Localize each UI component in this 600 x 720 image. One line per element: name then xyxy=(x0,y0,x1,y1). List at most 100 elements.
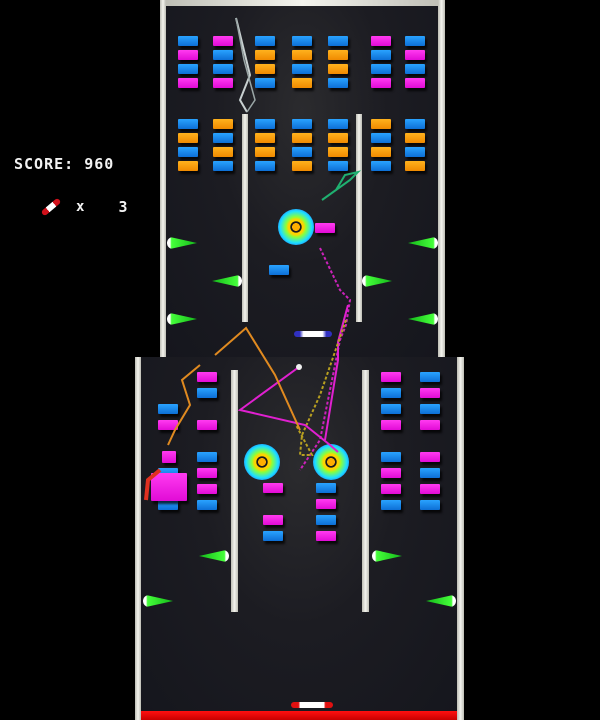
brick-blue xyxy=(178,119,198,129)
lower-playfield xyxy=(141,357,457,720)
brick-blue xyxy=(255,119,275,129)
brick-blue xyxy=(158,500,178,510)
brick-blue xyxy=(405,64,425,74)
brick-orange xyxy=(292,78,312,88)
brick-magenta xyxy=(381,484,401,494)
lower-right-wall xyxy=(457,357,464,720)
brick-orange xyxy=(328,133,348,143)
score-label: SCORE: xyxy=(14,155,75,173)
brick-blue xyxy=(420,372,440,382)
brick-blue xyxy=(269,265,289,275)
brick-blue xyxy=(381,452,401,462)
brick-orange xyxy=(405,161,425,171)
brick-blue xyxy=(405,147,425,157)
brick-blue xyxy=(381,404,401,414)
brick-blue xyxy=(213,161,233,171)
brick-magenta xyxy=(381,372,401,382)
brick-magenta xyxy=(316,531,336,541)
brick-blue xyxy=(178,64,198,74)
brick-blue xyxy=(292,64,312,74)
brick-orange xyxy=(255,50,275,60)
brick-orange xyxy=(213,147,233,157)
brick-blue xyxy=(405,36,425,46)
brick-orange xyxy=(178,161,198,171)
bumper xyxy=(244,444,280,480)
brick-blue xyxy=(292,147,312,157)
brick-blue xyxy=(255,161,275,171)
brick-orange xyxy=(255,64,275,74)
brick-blue xyxy=(420,468,440,478)
brick-magenta xyxy=(197,372,217,382)
brick-blue xyxy=(213,133,233,143)
brick-blue xyxy=(197,500,217,510)
brick-blue xyxy=(255,78,275,88)
brick-blue xyxy=(371,133,391,143)
brick-blue xyxy=(292,36,312,46)
brick-magenta xyxy=(381,420,401,430)
brick-blue xyxy=(197,452,217,462)
brick-blue xyxy=(381,500,401,510)
brick-magenta xyxy=(263,483,283,493)
brick-magenta xyxy=(263,515,283,525)
brick-blue xyxy=(420,500,440,510)
brick-magenta xyxy=(315,223,335,233)
brick-orange xyxy=(255,133,275,143)
score-display: SCORE: 960 xyxy=(14,155,114,173)
lower-left-wall xyxy=(135,357,141,720)
brick-blue xyxy=(178,36,198,46)
upper-right-wall xyxy=(438,0,445,357)
brick-magenta xyxy=(197,484,217,494)
brick-magenta xyxy=(381,468,401,478)
divider-post xyxy=(242,114,248,322)
brick-blue xyxy=(178,147,198,157)
brick-magenta xyxy=(178,50,198,60)
brick-blue xyxy=(263,531,283,541)
brick-orange xyxy=(292,50,312,60)
brick-magenta xyxy=(158,420,178,430)
upper-paddle[interactable] xyxy=(294,331,332,337)
divider-post xyxy=(356,114,362,322)
upper-left-wall xyxy=(160,0,166,357)
brick-blue xyxy=(292,119,312,129)
brick-magenta xyxy=(213,78,233,88)
brick-blue xyxy=(213,64,233,74)
brick-magenta xyxy=(420,452,440,462)
lives-count: 3 xyxy=(118,198,128,216)
brick-magenta xyxy=(371,78,391,88)
brick-orange xyxy=(178,133,198,143)
brick-orange xyxy=(328,147,348,157)
brick-magenta xyxy=(371,36,391,46)
brick-blue xyxy=(255,36,275,46)
brick-magenta xyxy=(151,473,187,501)
brick-blue xyxy=(328,36,348,46)
ball xyxy=(296,364,302,370)
score-value: 960 xyxy=(84,155,115,173)
brick-magenta xyxy=(178,78,198,88)
lava-floor xyxy=(141,711,457,720)
lower-paddle[interactable] xyxy=(291,702,333,708)
brick-blue xyxy=(316,483,336,493)
divider-post xyxy=(231,370,238,612)
brick-blue xyxy=(197,388,217,398)
brick-orange xyxy=(213,119,233,129)
brick-blue xyxy=(328,119,348,129)
brick-magenta xyxy=(420,388,440,398)
brick-magenta xyxy=(420,484,440,494)
brick-orange xyxy=(371,119,391,129)
brick-magenta xyxy=(316,499,336,509)
brick-blue xyxy=(405,119,425,129)
brick-blue xyxy=(158,404,178,414)
brick-magenta xyxy=(420,420,440,430)
brick-blue xyxy=(371,161,391,171)
brick-orange xyxy=(292,133,312,143)
brick-orange xyxy=(255,147,275,157)
brick-magenta xyxy=(197,420,217,430)
brick-orange xyxy=(328,64,348,74)
brick-orange xyxy=(328,50,348,60)
brick-blue xyxy=(371,64,391,74)
divider-post xyxy=(362,370,369,612)
bumper xyxy=(313,444,349,480)
brick-blue xyxy=(371,50,391,60)
lives-display: x 3 xyxy=(40,197,128,217)
